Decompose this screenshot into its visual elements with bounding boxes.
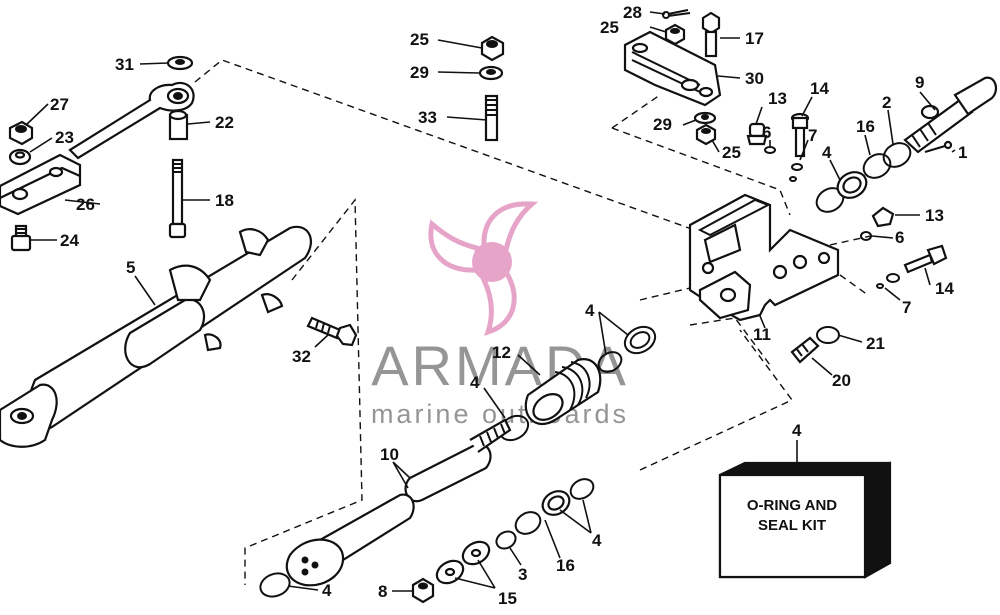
part-26-tie-bar: [0, 81, 195, 216]
label-16-bottom: 16: [556, 556, 575, 575]
part-14-fitting-right: [903, 244, 948, 274]
part-29-washer-right: [693, 111, 717, 125]
label-27: 27: [50, 95, 69, 114]
label-21: 21: [866, 334, 885, 353]
part-14-fitting-top: [790, 112, 810, 158]
part-30-bracket: [623, 30, 722, 107]
part-4-oring-bottom-left: [259, 572, 291, 598]
part-15-washers: [435, 540, 491, 585]
label-6-right: 6: [895, 228, 904, 247]
label-26: 26: [76, 195, 95, 214]
part-33-stud: [484, 94, 499, 142]
label-11: 11: [753, 325, 771, 344]
label-4-bottom-left: 4: [322, 581, 332, 600]
label-6-top: 6: [762, 123, 771, 142]
label-29-right: 29: [653, 115, 672, 134]
label-12: 12: [492, 343, 511, 362]
label-4-center: 4: [470, 373, 480, 392]
label-13-right: 13: [925, 206, 944, 225]
label-17: 17: [745, 29, 764, 48]
label-7-top: 7: [808, 126, 817, 145]
label-4-bottom-right: 4: [592, 531, 602, 550]
part-25-nut-center: [480, 35, 505, 62]
part-18-bolt: [168, 158, 187, 239]
label-10: 10: [380, 445, 399, 464]
label-9: 9: [915, 73, 924, 92]
part-22-spacer: [168, 109, 189, 141]
label-8: 8: [378, 582, 387, 601]
part-9-valve-shaft: [903, 76, 998, 154]
part-24-bolt: [10, 224, 32, 252]
part-32-bolt: [306, 316, 358, 347]
part-3-washer: [495, 530, 517, 550]
part-number-labels: 28 25 17 30 9 13 14 2 16 6 7 29 25 4 1 1…: [50, 3, 967, 608]
label-18: 18: [215, 191, 234, 210]
seal-kit-box: O-RING AND SEAL KIT: [718, 461, 892, 579]
label-31: 31: [115, 55, 134, 74]
label-2: 2: [882, 93, 891, 112]
part-5-steering-cylinder: [0, 225, 312, 448]
part-31-washer: [166, 55, 194, 71]
label-25-center: 25: [410, 30, 429, 49]
part-20-fitting: [790, 336, 820, 364]
part-23-washer: [8, 148, 32, 166]
label-16-top: 16: [856, 117, 875, 136]
label-5: 5: [126, 258, 135, 277]
part-1-pin: [924, 140, 953, 153]
label-14-top: 14: [810, 79, 829, 98]
part-25-nut-top: [664, 23, 686, 46]
part-17-bolt: [701, 11, 721, 58]
part-27-locknut: [8, 120, 34, 146]
label-30: 30: [745, 69, 764, 88]
label-33: 33: [418, 108, 437, 127]
part-25-nut-right: [695, 123, 717, 146]
label-4-center-top: 4: [585, 301, 595, 320]
label-32: 32: [292, 347, 311, 366]
label-23: 23: [55, 128, 74, 147]
label-14-right: 14: [935, 279, 954, 298]
label-15: 15: [498, 589, 517, 608]
assembly-guide-lines: [194, 59, 876, 585]
part-13-plug-right: [871, 206, 895, 228]
label-1: 1: [958, 143, 967, 162]
part-13-plug-top: [746, 122, 768, 146]
part-6-7-rings-right: [860, 231, 900, 289]
part-28-cotter-pin: [662, 9, 691, 19]
label-13-top: 13: [768, 89, 787, 108]
part-11-valve-body: [688, 193, 840, 322]
label-29-center: 29: [410, 63, 429, 82]
label-25-right: 25: [722, 143, 741, 162]
label-3: 3: [518, 565, 527, 584]
label-20: 20: [832, 371, 851, 390]
kit-box-line2: SEAL KIT: [758, 517, 826, 534]
part-16-seals-bottom: [514, 478, 595, 535]
part-29-washer-center: [478, 65, 504, 81]
label-4-kit: 4: [792, 421, 802, 440]
leader-lines: [25, 11, 956, 592]
part-4-16-seals-upper: [815, 142, 912, 213]
part-8-nut: [411, 577, 435, 604]
label-7-right: 7: [902, 298, 911, 317]
propeller-icon: [428, 201, 539, 336]
label-24: 24: [60, 231, 79, 250]
label-4-top-right: 4: [822, 143, 832, 162]
part-10-piston-rod: [285, 418, 512, 587]
label-28: 28: [623, 3, 642, 22]
part-21-oring: [816, 326, 840, 344]
label-22: 22: [215, 113, 234, 132]
label-25-top: 25: [600, 18, 619, 37]
part-12-piston: [524, 358, 602, 426]
kit-box-line1: O-RING AND: [747, 497, 837, 514]
